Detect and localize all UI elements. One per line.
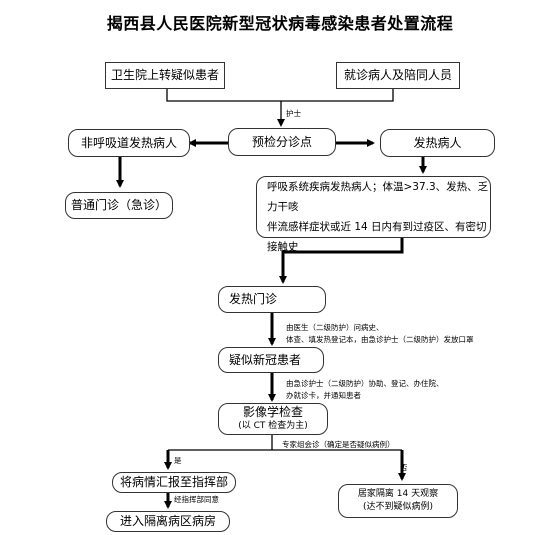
home-isolation-line-2: (达不到疑似病例) [362, 502, 434, 512]
visitors-box: 就诊病人及陪同人员 [336, 62, 460, 89]
criteria-line-2: 伴流感样症状或近 14 日内有到过疫区、有密切接触史 [267, 221, 487, 253]
imaging-box: 影像学检查 (以 CT 检查为主) [218, 403, 328, 435]
doctor-note-line-2: 体查、填发热登记本，由急诊护士（二级防护）发放口罩 [286, 335, 474, 344]
triage-box: 预检分诊点 [228, 128, 336, 156]
no-label: 否 [400, 463, 408, 472]
criteria-box: 呼吸系统疾病发热病人；体温>37.3、发热、乏力干咳 伴流感样症状或近 14 日… [256, 176, 491, 253]
yes-label: 是 [174, 456, 182, 465]
criteria-line-1: 呼吸系统疾病发热病人；体温>37.3、发热、乏力干咳 [267, 181, 489, 213]
top-merge-line [166, 89, 394, 102]
isolation-ward-box: 进入隔离病区病房 [106, 511, 230, 532]
general-clinic-box: 普通门诊（急诊） [65, 192, 173, 219]
home-isolation-line-1: 居家隔离 14 天观察 [357, 489, 439, 499]
command-approval-label: 经指挥部同意 [174, 495, 219, 504]
page-title: 揭西县人民医院新型冠状病毒感染患者处置流程 [106, 14, 454, 33]
nurse-note-line-1: 由急诊护士（二级防护）协助、登记、办住院、 [286, 379, 444, 388]
health-center-box: 卫生院上转疑似患者 [105, 62, 225, 89]
non-respiratory-fever-box: 非呼吸道发热病人 [68, 129, 190, 157]
expert-consult-label: 专家组会诊（确定是否疑似病例） [282, 440, 395, 449]
imaging-subtitle: (以 CT 检查为主) [238, 421, 308, 431]
nurse-note-line-2: 办就诊卡，并通知患者 [286, 391, 361, 400]
imaging-title: 影像学检查 [242, 405, 303, 419]
home-isolation-box: 居家隔离 14 天观察 (达不到疑似病例) [338, 484, 458, 518]
report-box: 将病情汇报至指挥部 [112, 472, 236, 493]
arrow-to-fever-clinic [279, 238, 404, 284]
fever-clinic-box: 发热门诊 [218, 286, 326, 313]
fever-patient-box: 发热病人 [380, 129, 495, 157]
nurse-label: 护士 [286, 109, 301, 118]
suspected-case-box: 疑似新冠患者 [218, 347, 324, 373]
doctor-note-line-1: 由医生（二级防护）问病史、 [286, 323, 384, 332]
